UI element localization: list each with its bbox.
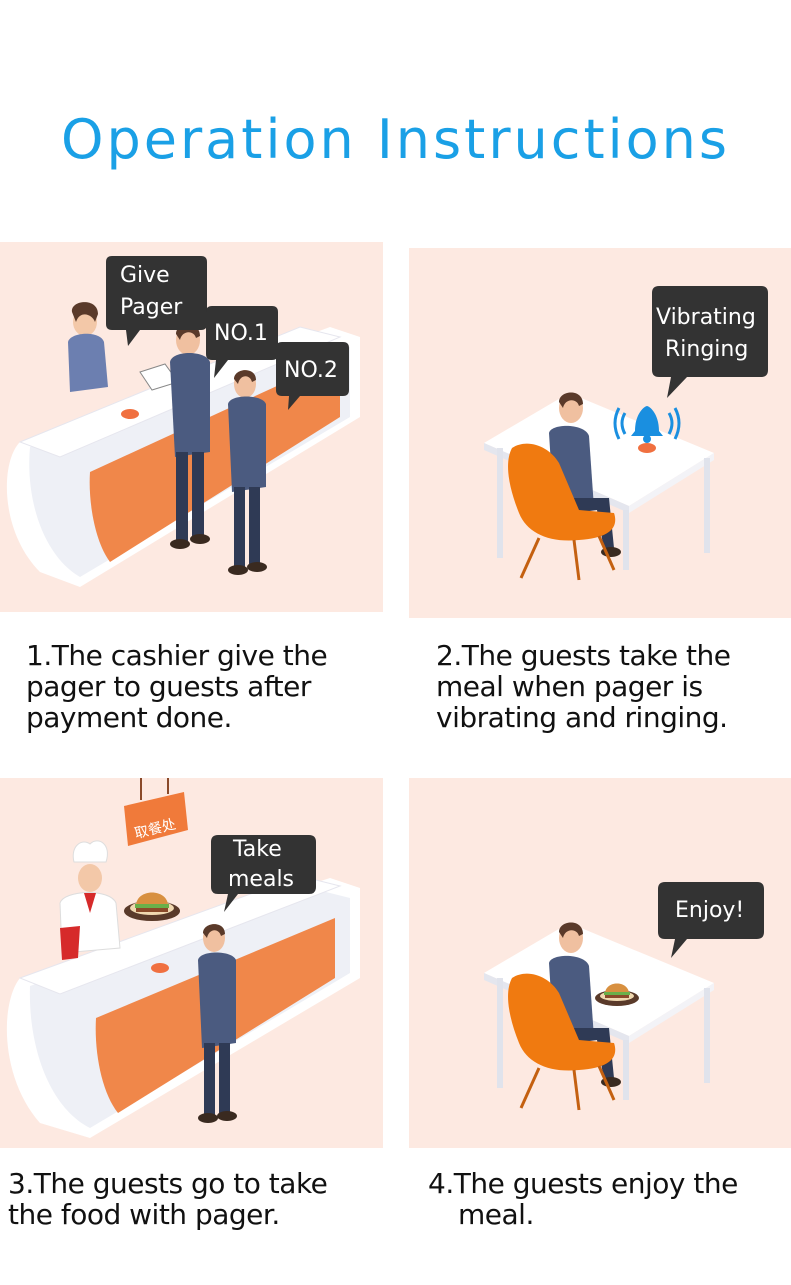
caption-step-3: 3.The guests go to take the food with pa…	[8, 1168, 327, 1230]
caption-line: vibrating and ringing.	[436, 702, 730, 733]
caption-line: payment done.	[26, 702, 327, 733]
panel-pager-ringing: Vibrating Ringing	[409, 248, 791, 618]
bubble-line: meals	[228, 867, 294, 892]
caption-line: meal.	[428, 1199, 738, 1230]
bubble-line: Enjoy!	[675, 898, 744, 923]
caption-line: 1.The cashier give the	[26, 640, 327, 671]
page-title: Operation Instructions	[0, 108, 791, 171]
caption-line: 3.The guests go to take	[8, 1168, 327, 1199]
bubble-line: Give	[120, 263, 170, 288]
bubble-line: Vibrating	[656, 305, 756, 330]
caption-line: 2.The guests take the	[436, 640, 730, 671]
bubble-line: NO.1	[214, 321, 268, 346]
take-meals-illustration: 取餐处 Take meals	[0, 778, 383, 1148]
cashier-illustration: Give Pager NO.1 NO.2	[0, 242, 383, 612]
caption-line: 4.The guests enjoy the	[428, 1168, 738, 1199]
speech-bubble-vibrating-ringing: Vibrating Ringing	[652, 286, 768, 398]
enjoy-illustration: Enjoy!	[409, 778, 791, 1148]
pickup-sign: 取餐处	[124, 792, 188, 846]
bubble-line: Pager	[120, 295, 183, 320]
caption-line: pager to guests after	[26, 671, 327, 702]
panel-cashier: Give Pager NO.1 NO.2	[0, 242, 383, 612]
caption-line: meal when pager is	[436, 671, 730, 702]
caption-step-1: 1.The cashier give the pager to guests a…	[26, 640, 327, 733]
panel-take-meals: 取餐处 Take meals	[0, 778, 383, 1148]
caption-step-4: 4.The guests enjoy the meal.	[428, 1168, 738, 1230]
burger-icon	[124, 893, 180, 922]
bubble-line: Ringing	[665, 337, 748, 362]
speech-bubble-enjoy: Enjoy!	[658, 882, 764, 958]
bubble-line: NO.2	[284, 358, 338, 383]
caption-step-2: 2.The guests take the meal when pager is…	[436, 640, 730, 733]
caption-line: the food with pager.	[8, 1199, 327, 1230]
panel-enjoy: Enjoy!	[409, 778, 791, 1148]
bubble-line: Take	[232, 837, 282, 862]
ringing-illustration: Vibrating Ringing	[409, 248, 791, 618]
